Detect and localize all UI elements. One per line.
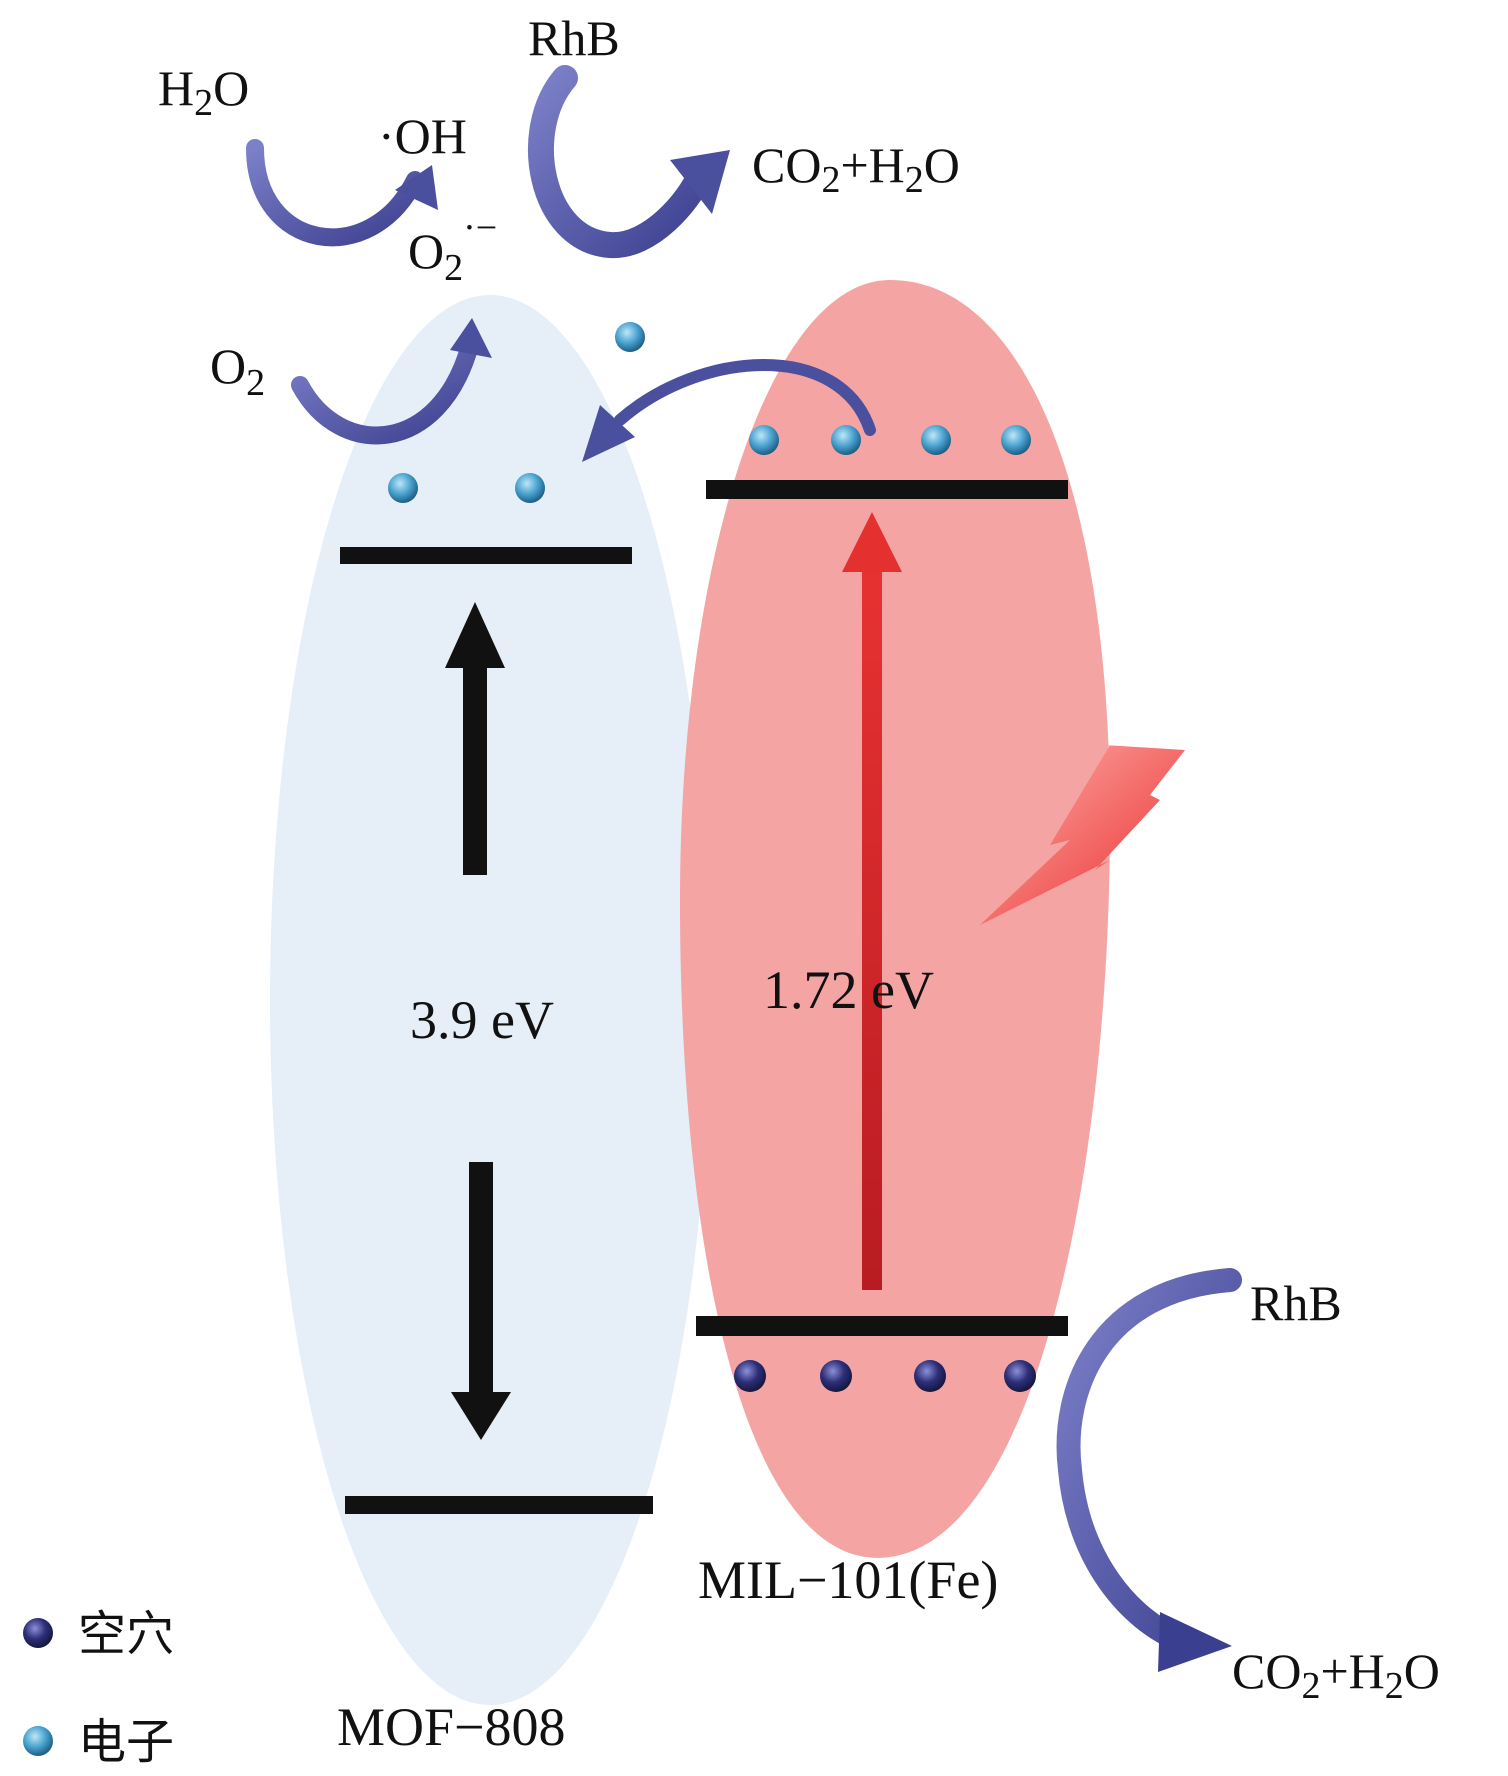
mof808-valence-band [345, 1496, 653, 1514]
electron-dot [921, 425, 951, 455]
bandgap-mof808: 3.9 eV [410, 990, 554, 1050]
mil101-valence-band [696, 1316, 1068, 1336]
mil101-particle [680, 280, 1110, 1558]
label-mil101: MIL−101(Fe) [698, 1550, 998, 1610]
electron-transfer-arrow [582, 359, 876, 462]
rhb-top-degradation-arrow [528, 65, 730, 259]
label-rhb-bottom: RhB [1250, 1275, 1342, 1331]
bandgap-mil101: 1.72 eV [763, 960, 934, 1020]
mof808-down-arrow [451, 1162, 511, 1440]
mof808-conduction-band [340, 547, 632, 564]
hole-dot [1004, 1360, 1036, 1392]
label-superoxide: O2·− [408, 207, 497, 289]
electron-dot [515, 473, 545, 503]
legend-hole-label: 空穴 [78, 1606, 174, 1662]
mof808-up-arrow [445, 602, 505, 875]
label-oh-radical: ·OH [378, 108, 467, 164]
label-co2-h2o-top: CO2+H2O [752, 137, 960, 201]
legend-electron-label: 电子 [78, 1714, 174, 1770]
rhb-bottom-degradation-arrow [1056, 1268, 1242, 1672]
legend: 空穴 电子 [23, 1606, 174, 1770]
mof808-particle [270, 295, 710, 1705]
mil101-conduction-band [706, 480, 1068, 499]
light-icon [980, 745, 1185, 925]
hole-dot [820, 1360, 852, 1392]
legend-hole-marker [23, 1618, 53, 1648]
label-co2-h2o-bottom: CO2+H2O [1232, 1643, 1440, 1707]
label-rhb-top: RhB [528, 10, 620, 66]
excitation-arrow [842, 512, 902, 1290]
o2-to-radical-arrow [291, 318, 492, 445]
label-mof808: MOF−808 [337, 1697, 566, 1757]
hole-dot [734, 1360, 766, 1392]
h2o-to-oh-arrow [246, 139, 438, 247]
hole-dot [914, 1360, 946, 1392]
label-h2o: H2O [158, 60, 249, 124]
electron-dot [615, 322, 645, 352]
electron-dot [1001, 425, 1031, 455]
electron-dot [749, 425, 779, 455]
label-o2: O2 [210, 338, 265, 404]
legend-electron-marker [23, 1726, 53, 1756]
electron-dot [831, 425, 861, 455]
electron-dot [388, 473, 418, 503]
